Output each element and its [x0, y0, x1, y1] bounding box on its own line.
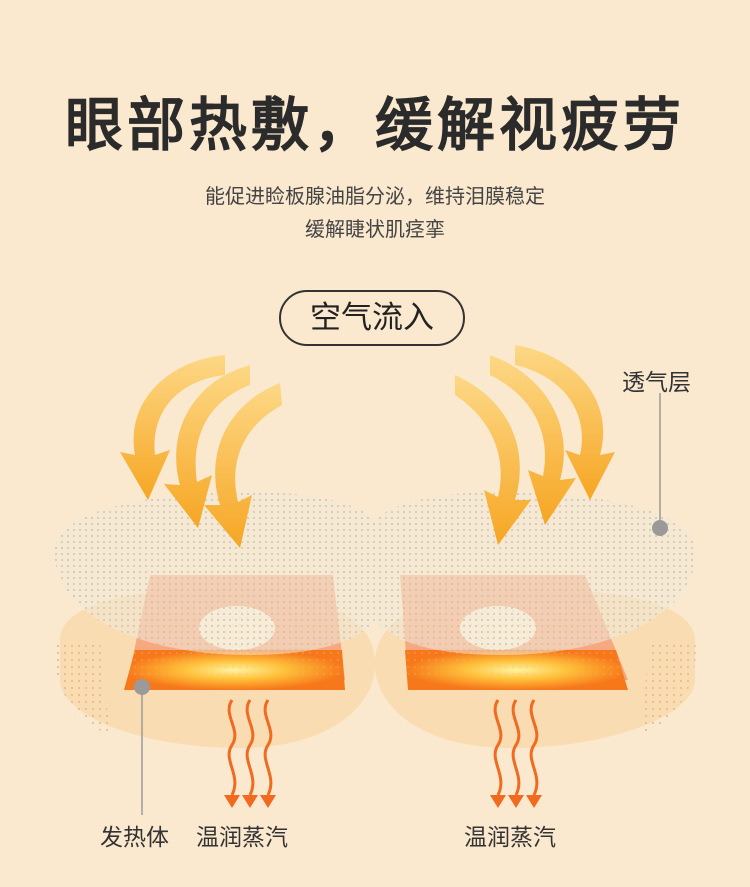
steam-left	[227, 699, 273, 796]
steam-right	[493, 699, 539, 796]
subtitle-line-1: 能促进睑板腺油脂分泌，维持泪膜稳定	[205, 184, 545, 208]
breathable-layer-marker	[652, 520, 668, 536]
air-in-pill: 空气流入	[279, 290, 465, 346]
subtitle-line-2: 缓解睫状肌痉挛	[305, 217, 445, 241]
breathable-layer-label: 透气层	[622, 370, 691, 396]
heating-element-label: 发热体	[100, 825, 169, 851]
air-arrows-right	[455, 345, 615, 545]
page-title: 眼部热敷，缓解视疲劳	[64, 91, 685, 159]
steam-left-label: 温润蒸汽	[196, 825, 288, 851]
steam-right-label: 温润蒸汽	[464, 825, 556, 851]
air-arrows-left	[120, 355, 282, 548]
